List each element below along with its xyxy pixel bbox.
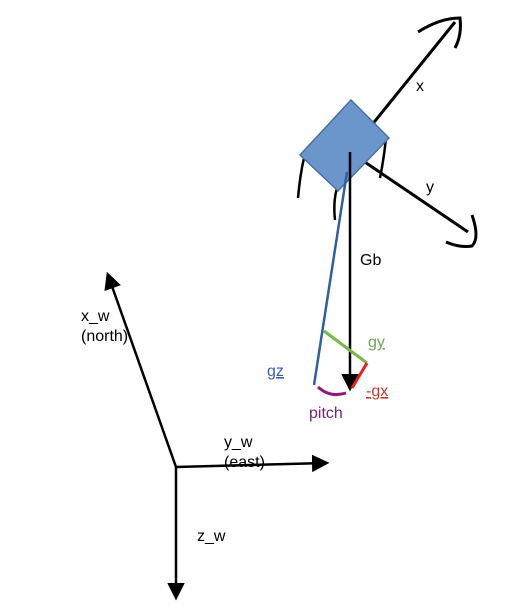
world-frame bbox=[104, 271, 330, 601]
gx-label: -gx bbox=[366, 383, 388, 400]
y-body-label: y bbox=[426, 179, 434, 196]
y-world-label: y_w bbox=[224, 434, 253, 451]
pitch-arc bbox=[316, 385, 347, 396]
x-body-label: x bbox=[416, 78, 424, 95]
pitch-label: pitch bbox=[309, 405, 343, 422]
x-world-label: x_w bbox=[81, 308, 110, 325]
gz-line bbox=[312, 171, 349, 386]
leg-mid bbox=[333, 187, 339, 221]
gz-label: gz bbox=[267, 363, 284, 380]
gb-label: Gb bbox=[360, 252, 381, 269]
y-world-sublabel: (east) bbox=[224, 454, 265, 471]
x-body-axis-hook bbox=[417, 16, 462, 49]
gy-label: gy bbox=[368, 334, 385, 351]
leg-left bbox=[296, 157, 306, 199]
gy-line bbox=[323, 329, 368, 365]
z-world-label: z_w bbox=[197, 528, 226, 545]
gx-line bbox=[350, 362, 369, 389]
gravity-vectors bbox=[312, 152, 369, 396]
body-frame bbox=[296, 16, 478, 248]
body-square bbox=[298, 98, 391, 193]
y-body-axis bbox=[349, 150, 469, 234]
x-world-sublabel: (north) bbox=[81, 328, 128, 345]
x-world-axis bbox=[104, 271, 178, 468]
y-body-axis-hook bbox=[445, 214, 478, 248]
y-world-axis bbox=[175, 454, 330, 473]
